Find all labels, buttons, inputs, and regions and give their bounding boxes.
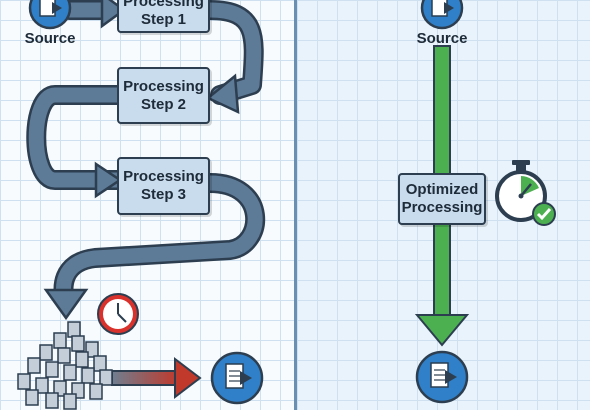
step-2-line1: Processing	[123, 77, 204, 95]
step-3-line2: Step 3	[140, 186, 186, 203]
document-export-icon	[28, 0, 72, 30]
optimized-processing-box: Optimized Processing	[398, 173, 486, 225]
stopwatch-check-icon	[495, 160, 556, 226]
optimized-line1: Optimized	[405, 181, 479, 198]
red-delay-arrow	[111, 356, 202, 400]
step-3-line1: Processing	[123, 168, 204, 185]
step-1-line2: Step 1	[140, 10, 186, 28]
step-2-line2: Step 2	[140, 95, 186, 113]
arrowhead-to-step3	[94, 161, 123, 199]
processing-step-1: Processing Step 1	[117, 0, 210, 33]
arrowhead-to-pile	[43, 288, 89, 321]
document-pile-icon	[17, 321, 113, 410]
step-1-line1: Processing	[123, 0, 204, 10]
right-panel: Source Optimized Processing	[297, 0, 590, 410]
arrowhead-to-step2	[205, 73, 240, 115]
source-label: Source	[24, 30, 76, 47]
document-export-icon	[420, 0, 464, 30]
gray-flow-path	[26, 0, 266, 321]
panel-divider	[294, 0, 297, 410]
left-flow-arrows	[17, 0, 266, 410]
document-export-icon	[415, 350, 469, 404]
left-panel: Source Processing Step 1 Processing Step…	[0, 0, 294, 410]
clock-icon	[97, 293, 139, 335]
document-export-icon	[210, 351, 264, 405]
processing-step-2: Processing Step 2	[117, 67, 210, 124]
processing-step-3: Processing Step 3	[117, 157, 210, 215]
source-label: Source	[416, 30, 468, 47]
optimized-line2: Processing	[401, 199, 483, 216]
